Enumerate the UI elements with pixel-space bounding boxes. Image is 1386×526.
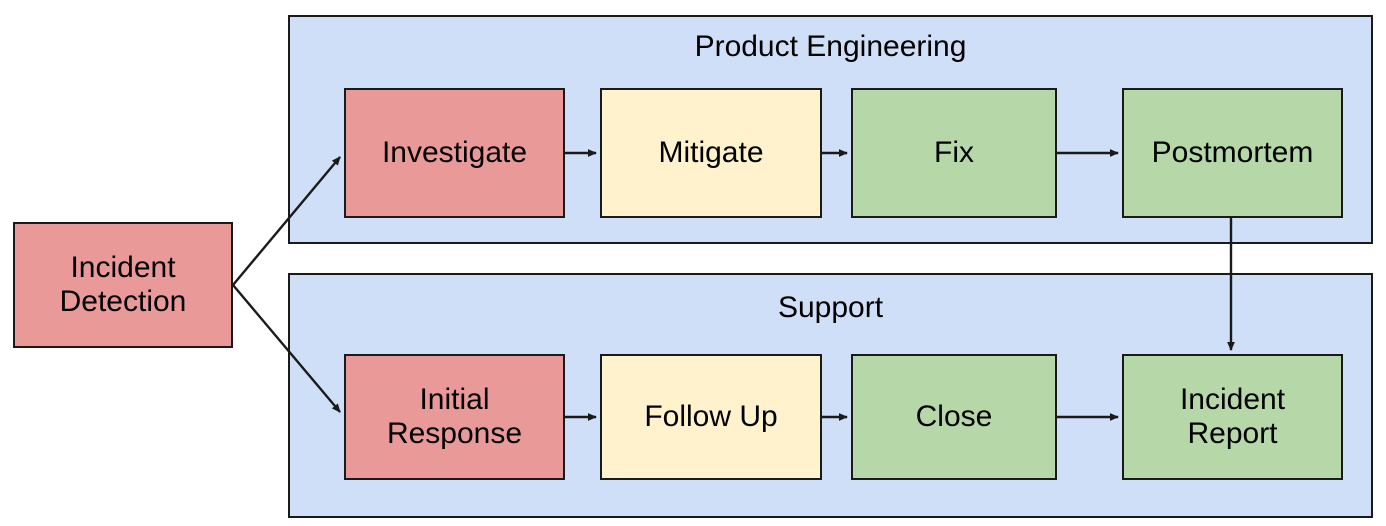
node-fix[interactable]: Fix [851, 88, 1057, 218]
node-incident-detection[interactable]: Incident Detection [13, 222, 233, 348]
swimlane-title-product-engineering: Product Engineering [694, 30, 967, 63]
node-mitigate[interactable]: Mitigate [600, 88, 822, 218]
node-follow-up[interactable]: Follow Up [600, 354, 822, 480]
node-close[interactable]: Close [851, 354, 1057, 480]
node-initial-response[interactable]: Initial Response [344, 354, 565, 480]
node-incident-report[interactable]: Incident Report [1122, 354, 1343, 480]
swimlane-title-support: Support [777, 291, 884, 324]
node-postmortem[interactable]: Postmortem [1122, 88, 1343, 218]
node-investigate[interactable]: Investigate [344, 88, 565, 218]
